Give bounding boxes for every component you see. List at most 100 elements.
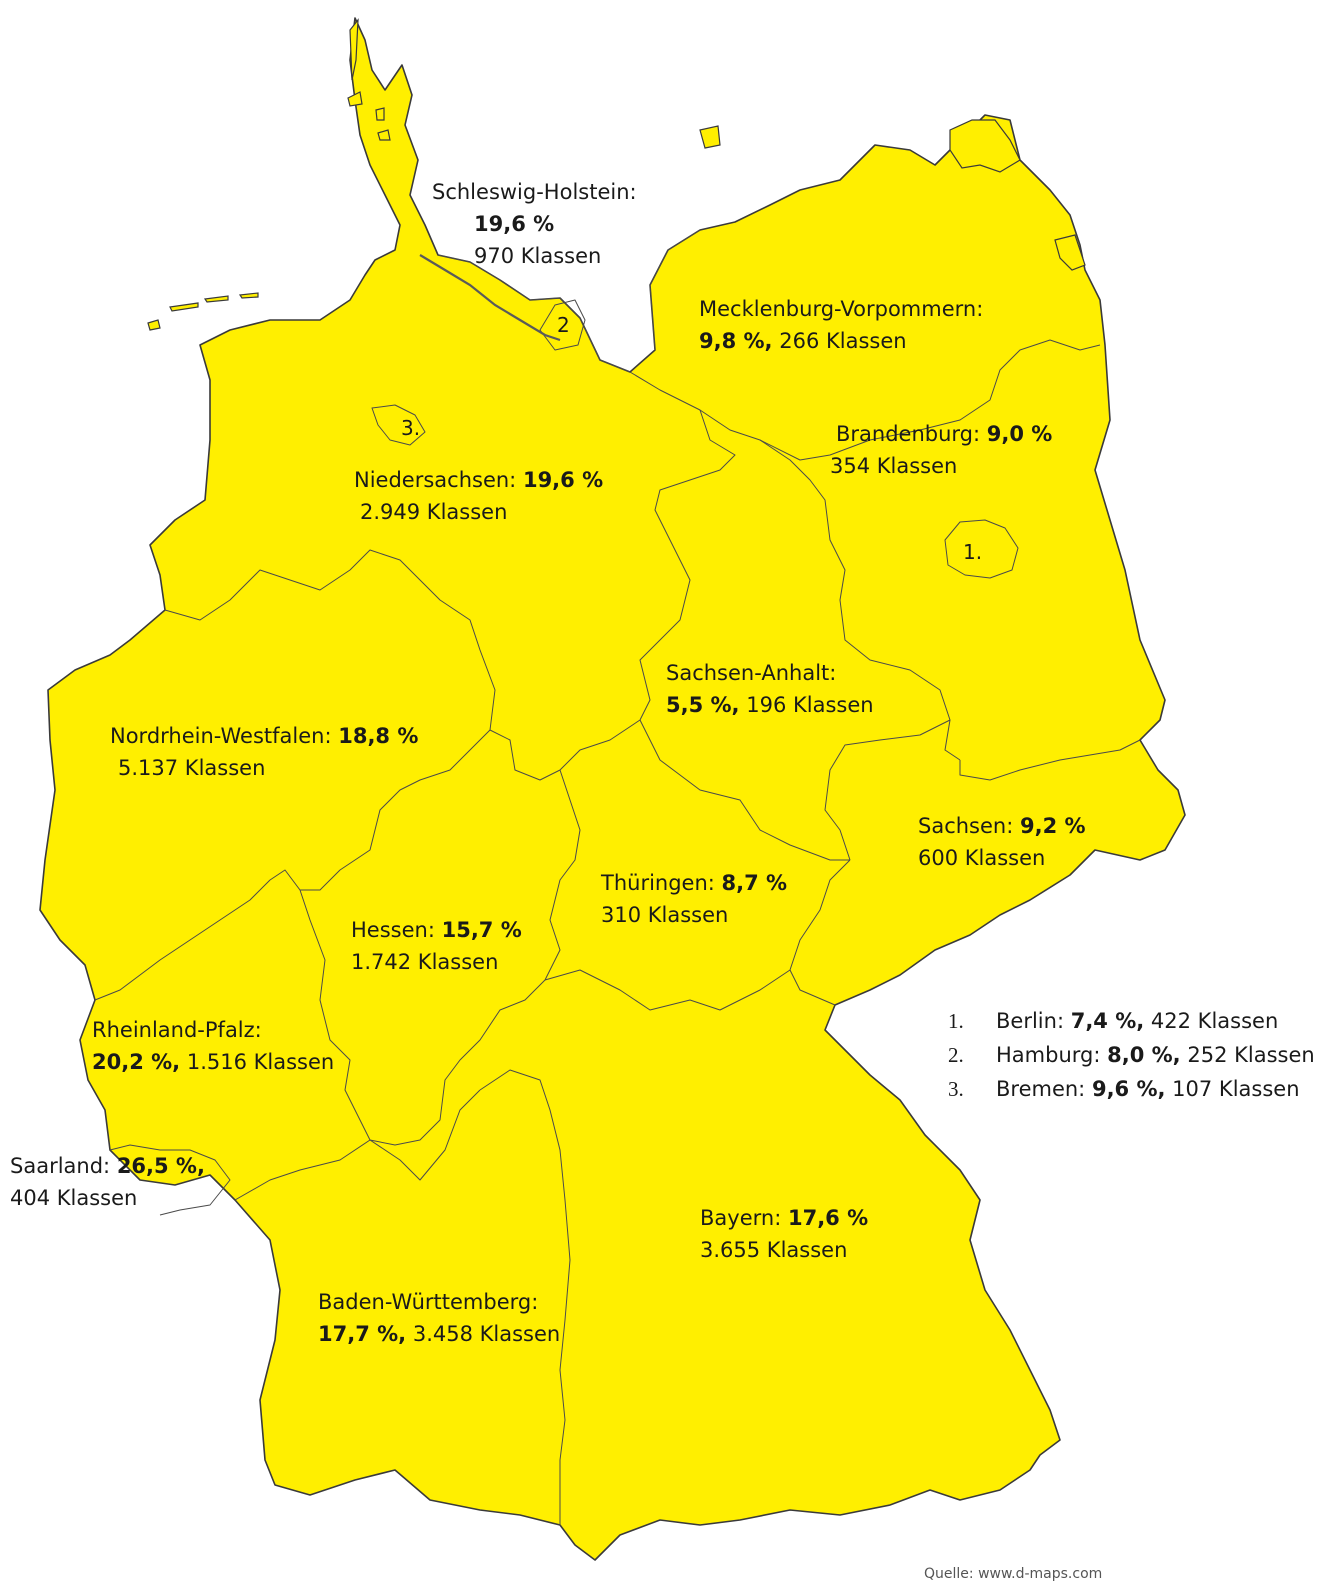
- label-classes: 600 Klassen: [918, 846, 1046, 870]
- label-name: Schleswig-Holstein:: [432, 180, 637, 204]
- label-classes: 3.655 Klassen: [700, 1238, 848, 1262]
- label-baden-wuerttemberg: Baden-Württemberg: 17,7 %, 3.458 Klassen: [318, 1286, 560, 1350]
- label-name: Rheinland-Pfalz:: [92, 1018, 262, 1042]
- label-name: Sachsen:: [918, 814, 1014, 838]
- label-name: Brandenburg:: [836, 422, 981, 446]
- marker-hamburg: 2: [557, 313, 570, 337]
- island-pellworm: [377, 129, 391, 141]
- border-he-bw: [369, 1089, 481, 1181]
- germany-outline: [39, 17, 1186, 1561]
- legend-name: Berlin:: [996, 1009, 1065, 1033]
- legend-num: 3.: [948, 1077, 964, 1101]
- border-nw-rp: [94, 869, 301, 1001]
- label-nordrhein-westfalen: Nordrhein-Westfalen: 18,8 % 5.137 Klasse…: [110, 720, 418, 784]
- legend-num: 1.: [948, 1009, 964, 1033]
- border-rp-bw: [234, 1139, 371, 1201]
- city-state-legend: 1. Berlin: 7,4 %, 422 Klassen 2. Hamburg…: [948, 1004, 1315, 1106]
- border-th-by: [544, 969, 791, 1011]
- island-east-frisian-3: [238, 292, 259, 299]
- border-ni-nw: [164, 549, 496, 731]
- legend-num: 2.: [948, 1043, 964, 1067]
- marker-berlin: 1.: [963, 540, 983, 564]
- label-classes: 354 Klassen: [830, 454, 958, 478]
- label-thueringen: Thüringen: 8,7 % 310 Klassen: [601, 867, 787, 931]
- label-mecklenburg-vorpommern: Mecklenburg-Vorpommern: 9,8 %, 266 Klass…: [699, 293, 983, 357]
- label-classes: 310 Klassen: [601, 903, 729, 927]
- border-th-sn: [789, 859, 851, 1006]
- legend-row-berlin: 1. Berlin: 7,4 %, 422 Klassen: [948, 1004, 1315, 1038]
- label-classes: 404 Klassen: [10, 1186, 138, 1210]
- island-east-frisian-2: [203, 295, 229, 303]
- label-name: Bayern:: [700, 1206, 782, 1230]
- hamburg-outline: [539, 299, 586, 351]
- border-he-rp: [299, 889, 371, 1141]
- label-classes: 1.742 Klassen: [351, 950, 499, 974]
- border-ni-he: [489, 729, 561, 781]
- legend-classes: 107 Klassen: [1172, 1077, 1300, 1101]
- legend-row-hamburg: 2. Hamburg: 8,0 %, 252 Klassen: [948, 1038, 1315, 1072]
- border-he-by: [369, 979, 546, 1146]
- island-sylt: [349, 18, 359, 81]
- border-sh-ni: [437, 254, 631, 373]
- label-pct: 5,5 %,: [666, 693, 740, 717]
- border-st-sn: [824, 719, 951, 861]
- label-pct: 26,5 %,: [116, 1154, 205, 1178]
- island-usedom: [1054, 234, 1086, 271]
- marker-bremen: 3.: [401, 416, 421, 440]
- legend-classes: 252 Klassen: [1187, 1043, 1315, 1067]
- label-name: Niedersachsen:: [354, 468, 517, 492]
- label-classes: 196 Klassen: [746, 693, 874, 717]
- border-mv-bb: [629, 339, 1101, 461]
- label-classes: 5.137 Klassen: [118, 756, 266, 780]
- border-sh-mv: [649, 229, 701, 351]
- border-bb-sn: [959, 739, 1141, 781]
- label-classes: 3.458 Klassen: [412, 1322, 561, 1346]
- border-he-th: [544, 769, 581, 981]
- label-sachsen-anhalt: Sachsen-Anhalt: 5,5 %, 196 Klassen: [666, 657, 874, 721]
- label-saarland: Saarland: 26,5 %, 404 Klassen: [10, 1150, 205, 1214]
- border-st-bb: [759, 439, 961, 761]
- island-east-frisian-1: [169, 302, 199, 312]
- island-borkum: [147, 319, 161, 331]
- legend-name: Bremen:: [996, 1077, 1086, 1101]
- label-name: Thüringen:: [601, 871, 715, 895]
- label-brandenburg: Brandenburg: 9,0 % 354 Klassen: [830, 418, 1053, 482]
- legend-name: Hamburg:: [996, 1043, 1101, 1067]
- label-pct: 9,0 %: [986, 422, 1053, 446]
- border-ni-th: [559, 719, 641, 771]
- label-pct: 17,7 %,: [318, 1322, 407, 1346]
- berlin-outline: [944, 519, 1019, 579]
- legend-pct: 7,4 %,: [1070, 1009, 1145, 1033]
- legend-pct: 8,0 %,: [1107, 1043, 1181, 1067]
- label-classes: 1.516 Klassen: [186, 1050, 335, 1074]
- label-pct: 18,8 %: [338, 724, 419, 748]
- island-amrum: [375, 107, 385, 121]
- label-name: Nordrhein-Westfalen:: [110, 724, 332, 748]
- label-sachsen: Sachsen: 9,2 % 600 Klassen: [918, 810, 1086, 874]
- label-pct: 9,8 %,: [699, 329, 773, 353]
- bremen-outline: [371, 404, 426, 446]
- legend-classes: 422 Klassen: [1150, 1009, 1279, 1033]
- label-classes: 266 Klassen: [779, 329, 907, 353]
- border-nw-he: [300, 729, 491, 891]
- source-note: Quelle: www.d-maps.com: [924, 1566, 1103, 1582]
- label-classes: 970 Klassen: [474, 244, 602, 268]
- island-foehr: [347, 91, 363, 107]
- label-name: Saarland:: [10, 1154, 111, 1178]
- label-niedersachsen: Niedersachsen: 19,6 % 2.949 Klassen: [354, 464, 603, 528]
- label-rheinland-pfalz: Rheinland-Pfalz: 20,2 %, 1.516 Klassen: [92, 1014, 334, 1078]
- label-pct: 17,6 %: [787, 1206, 869, 1230]
- label-name: Mecklenburg-Vorpommern:: [699, 297, 984, 321]
- label-name: Hessen:: [351, 918, 435, 942]
- label-bayern: Bayern: 17,6 % 3.655 Klassen: [700, 1202, 868, 1266]
- elbe-river: [419, 254, 561, 342]
- label-hessen: Hessen: 15,7 % 1.742 Klassen: [351, 914, 522, 978]
- border-st-th: [639, 719, 850, 861]
- island-fehmarn: [699, 125, 721, 149]
- border-ni-st: [639, 409, 736, 721]
- border-bw-by: [479, 1069, 571, 1525]
- border-rp-sl: [109, 1144, 231, 1216]
- label-pct: 20,2 %,: [92, 1050, 181, 1074]
- label-name: Sachsen-Anhalt:: [666, 661, 837, 685]
